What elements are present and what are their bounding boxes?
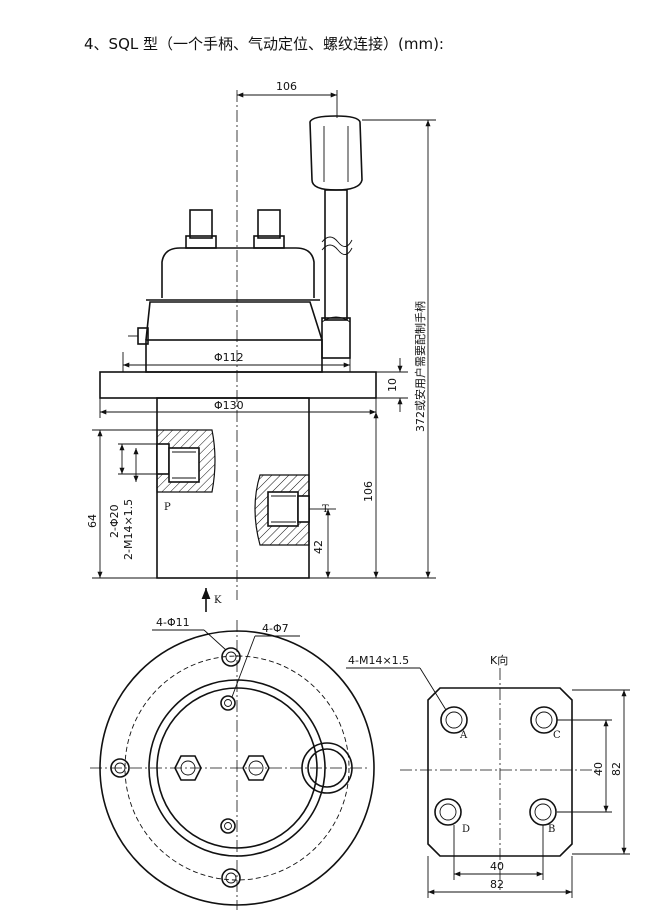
- hole-phi11-top: [221, 647, 241, 667]
- dim-2phi20: 2-Φ20: [108, 504, 121, 538]
- dim-2m14: 2-M14×1.5: [122, 499, 135, 560]
- handle-boss: [301, 742, 353, 794]
- page-title: 4、SQL 型（一个手柄、气动定位、螺纹连接）(mm):: [84, 35, 444, 53]
- hole-phi11-left: [110, 758, 130, 778]
- k-view-square: [427, 687, 573, 857]
- handle-knob: [309, 115, 363, 191]
- pilot-nut-right: [257, 209, 281, 239]
- hex-nut-left: [174, 755, 202, 781]
- port-b: [529, 798, 557, 826]
- pilot-nut-left: [189, 209, 213, 239]
- dim-40-h: 40: [490, 860, 504, 873]
- cover-skirt: [145, 301, 323, 341]
- k-arrow-label: K: [214, 595, 222, 606]
- dim-82-v: 82: [610, 762, 623, 776]
- bolt-circle: [124, 655, 350, 881]
- dim-10: 10: [386, 378, 399, 392]
- dim-4phi11: 4-Φ11: [156, 616, 190, 629]
- dim-106-top: 106: [276, 80, 297, 93]
- port-d: [434, 798, 462, 826]
- handle-base: [321, 317, 351, 359]
- body-outline: [148, 679, 326, 857]
- port-label-d: D: [462, 824, 470, 835]
- hex-nut-right: [242, 755, 270, 781]
- dim-372: 372或安用户需要配制手柄: [413, 301, 427, 432]
- dim-4m14: 4-M14×1.5: [348, 654, 409, 667]
- hole-phi7-top: [220, 695, 236, 711]
- port-a: [440, 706, 468, 734]
- port-label-p: P: [164, 502, 171, 513]
- port-label-b: B: [548, 824, 555, 835]
- dim-106-body: 106: [362, 481, 375, 502]
- top-view: 4-Φ11 4-Φ7: [90, 616, 375, 910]
- hole-phi7-bottom: [220, 818, 236, 834]
- k-view: K向 A C D B 4-M14×1.5 40 82 40: [346, 653, 630, 898]
- hole-phi11-bottom: [221, 868, 241, 888]
- front-view: P T 106 Φ112 Φ130 10 372或安用户需要配制手柄: [86, 80, 436, 612]
- flange-outline: [99, 630, 375, 906]
- dim-82-h: 82: [490, 878, 504, 891]
- flange: [99, 371, 377, 399]
- cover-dome: [161, 247, 315, 298]
- k-view-label: K向: [490, 653, 508, 667]
- port-label-a: A: [459, 730, 468, 741]
- dim-4phi7: 4-Φ7: [262, 622, 289, 635]
- dim-64: 64: [86, 514, 99, 528]
- dim-42: 42: [312, 540, 325, 554]
- dim-40-v: 40: [592, 762, 605, 776]
- dim-phi130: Φ130: [214, 399, 244, 412]
- port-label-c: C: [553, 730, 561, 741]
- dim-phi112: Φ112: [214, 351, 244, 364]
- handle-lever: [324, 189, 348, 321]
